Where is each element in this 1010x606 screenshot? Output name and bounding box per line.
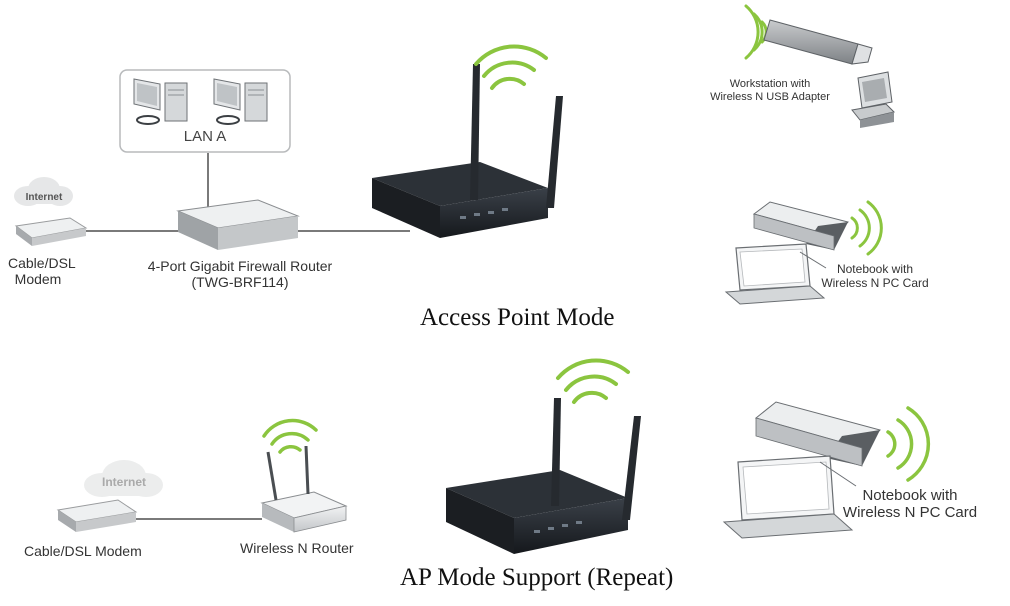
firewall-router-label: 4-Port Gigabit Firewall Router (TWG-BRF1… — [120, 258, 360, 290]
pc-card-icon — [752, 201, 849, 251]
notebook-label: Notebook with Wireless N PC Card — [800, 262, 950, 291]
wifi-signal-icon — [556, 358, 630, 404]
notebook-label-line1: Notebook with — [836, 262, 914, 276]
modem-label: Cable/DSL Modem — [8, 255, 76, 288]
access-point-mode-caption: Access Point Mode — [420, 304, 615, 331]
modem-label-line1: Cable/DSL — [8, 255, 76, 271]
modem-label-line2: Modem — [14, 271, 62, 288]
wireless-router-label: Wireless N Router — [240, 540, 354, 556]
wifi-signal-icon — [262, 418, 318, 454]
modem-label: Cable/DSL Modem — [24, 543, 142, 559]
internet-cloud-icon — [84, 460, 163, 497]
wifi-signal-icon — [850, 200, 883, 256]
wifi-signal-icon — [886, 406, 931, 482]
pc-card-icon — [754, 401, 881, 467]
cable-modem-icon — [56, 499, 138, 532]
wifi-signal-icon — [474, 44, 548, 90]
internet-cloud-label: Internet — [26, 192, 63, 203]
pc-icon — [133, 78, 188, 125]
workstation-label-line1: Workstation with — [729, 78, 811, 90]
firewall-router-label-line1: 4-Port Gigabit Firewall Router — [147, 258, 333, 274]
notebook-label: Notebook with Wireless N PC Card — [820, 487, 1000, 522]
notebook-icon — [722, 455, 857, 539]
notebook-label-line1: Notebook with — [862, 487, 958, 504]
usb-adapter-icon — [763, 19, 873, 65]
firewall-router-icon — [176, 199, 300, 250]
cable-modem-icon — [14, 217, 88, 246]
wifi-signal-icon — [744, 4, 768, 60]
workstation-icon — [851, 71, 895, 128]
connection-lines-top — [85, 153, 410, 232]
firewall-router-label-line2: (TWG-BRF114) — [191, 274, 289, 291]
access-point-device-icon — [372, 64, 563, 238]
notebook-label-line2: Wireless N PC Card — [842, 504, 978, 522]
lan-a-group — [119, 69, 291, 153]
pc-icon — [213, 78, 268, 125]
workstation-label-line2: Wireless N USB Adapter — [710, 90, 830, 103]
workstation-label: Workstation with Wireless N USB Adapter — [690, 78, 850, 103]
notebook-label-line2: Wireless N PC Card — [821, 275, 929, 290]
internet-cloud-label: Internet — [102, 475, 146, 489]
lan-a-label: LAN A — [183, 128, 227, 145]
ap-mode-support-caption: AP Mode Support (Repeat) — [400, 564, 674, 591]
internet-cloud-icon — [14, 177, 73, 206]
wireless-router-icon — [260, 445, 348, 533]
access-point-device-icon — [446, 398, 641, 554]
notebook-icon — [724, 243, 827, 305]
